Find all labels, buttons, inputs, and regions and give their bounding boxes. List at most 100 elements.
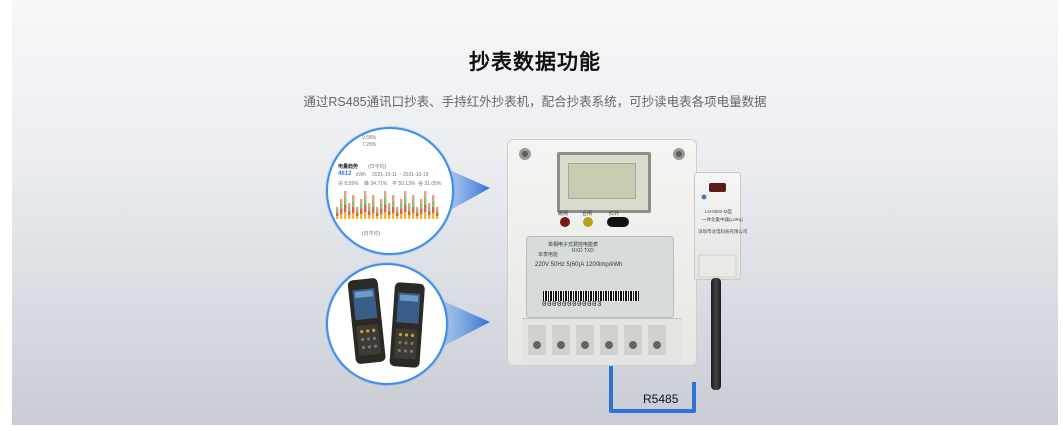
ss-bar-segment (392, 207, 395, 213)
ss-bar-segment (428, 215, 431, 219)
button-label-trip: 跳闸 (558, 211, 569, 217)
ss-bar-segment (384, 212, 387, 219)
ss-bar-segment (356, 207, 359, 210)
meter-nameplate (526, 236, 674, 318)
meter-terminal-block (522, 318, 682, 365)
ss-bar-segment (372, 207, 375, 213)
ss-bar-segment (348, 215, 351, 219)
ss-bar-segment (380, 209, 383, 214)
ss-bar-segment (360, 214, 363, 219)
ss-legend-2: 峰 34.71% (364, 181, 388, 187)
ss-bar-segment (340, 204, 343, 209)
ss-bar-segment (432, 207, 435, 213)
ss-bar-segment (376, 210, 379, 213)
ss-bar-segment (376, 216, 379, 219)
ss-bar-segment (416, 216, 419, 219)
ss-bar-segment (348, 211, 351, 215)
page-title: 抄表数据功能 (469, 51, 601, 74)
ss-bar-segment (400, 199, 403, 204)
ss-bar-segment (364, 198, 367, 205)
ss-bar-segment (396, 210, 399, 213)
ss-bar-segment (408, 207, 411, 211)
ss-big-value: 4612 (338, 171, 352, 177)
ss-date-range: 2021-10-11 ~ 2021-10-19 (372, 172, 429, 178)
collector-details (698, 183, 737, 278)
ss-bar-segment (416, 210, 419, 213)
ss-bar-segment (436, 216, 439, 219)
ss-bar-segment (372, 195, 375, 201)
ss-bar-segment (432, 201, 435, 207)
rs485-cable (609, 366, 696, 413)
ss-bottom-label: (日平均) (362, 231, 381, 237)
ss-bar-segment (436, 207, 439, 210)
ss-bar-segment (360, 209, 363, 214)
ss-bar-segment (380, 204, 383, 209)
ss-bar-segment (404, 212, 407, 219)
ss-bar-segment (336, 210, 339, 213)
ss-bar-segment (416, 207, 419, 210)
ss-bar-segment (400, 214, 403, 219)
ss-bar-segment (400, 209, 403, 214)
ss-bar-segment (372, 213, 375, 219)
ss-bar-segment (388, 203, 391, 207)
ss-bar-segment (404, 205, 407, 212)
ss-bar-segment (372, 201, 375, 207)
ss-bar-segment (344, 191, 347, 198)
ss-big-unit: kWh (356, 172, 366, 178)
ss-bar-segment (344, 212, 347, 219)
ss-bar-segment (428, 211, 431, 215)
rs485-label: R5485 (643, 392, 679, 406)
ss-bar-segment (428, 207, 431, 211)
ss-bar-segment (384, 191, 387, 198)
button-label-close: 合闸 (582, 211, 593, 217)
button-label-infrared: 红外 (609, 211, 620, 217)
nameplate-row-indicators: RXD TXD (572, 248, 594, 254)
ss-bar-segment (412, 207, 415, 213)
meter-barcode (542, 290, 640, 302)
ss-bar-segment (392, 213, 395, 219)
ss-bar-segment (404, 191, 407, 198)
ss-bar-segment (340, 199, 343, 204)
ss-bar-segment (424, 212, 427, 219)
ss-bar-segment (424, 191, 427, 198)
ss-bar-segment (388, 215, 391, 219)
ss-bar-chart (336, 191, 439, 219)
nameplate-spec: 220V 50Hz 5(60)A 1200imp/kWh (535, 262, 623, 268)
ss-section-label: 电量趋势 (338, 164, 359, 170)
ss-bar-segment (392, 195, 395, 201)
ss-bar-segment (428, 203, 431, 207)
ss-bar-segment (356, 213, 359, 216)
ss-bar-segment (368, 211, 371, 215)
ss-top-item-1: 9.58% (362, 135, 377, 141)
ss-bar-segment (408, 203, 411, 207)
collector-type: 一体化集中器(LoRa) (702, 217, 743, 222)
ss-bar-segment (432, 213, 435, 219)
nameplate-row-left: 本表电能 (538, 252, 559, 258)
ss-legend-1: 尖 8.59% (338, 181, 359, 187)
ss-bar-segment (376, 213, 379, 216)
ss-bar-segment (420, 214, 423, 219)
ss-legend-4: 谷 31.05% (418, 181, 442, 187)
ss-bar-segment (336, 216, 339, 219)
ss-bar-segment (348, 207, 351, 211)
collector-maker: 深圳市龙电科技有限公司 (698, 229, 748, 234)
ss-bar-segment (360, 204, 363, 209)
ss-bar-segment (348, 203, 351, 207)
ss-bar-segment (392, 201, 395, 207)
ss-bar-segment (396, 216, 399, 219)
ss-bar-segment (356, 216, 359, 219)
ss-bar-segment (424, 198, 427, 205)
ss-bar-segment (364, 191, 367, 198)
ss-bar-segment (336, 213, 339, 216)
ss-bar-segment (412, 213, 415, 219)
ss-bar-segment (368, 207, 371, 211)
ss-bar-segment (360, 199, 363, 204)
ss-bar-segment (396, 213, 399, 216)
ss-bar-segment (352, 207, 355, 213)
handheld-circle (326, 263, 448, 385)
ss-bar-segment (336, 207, 339, 210)
terminal-screws (528, 325, 666, 355)
ss-bar-segment (352, 201, 355, 207)
ss-bar-segment (420, 204, 423, 209)
ss-bar-segment (364, 212, 367, 219)
